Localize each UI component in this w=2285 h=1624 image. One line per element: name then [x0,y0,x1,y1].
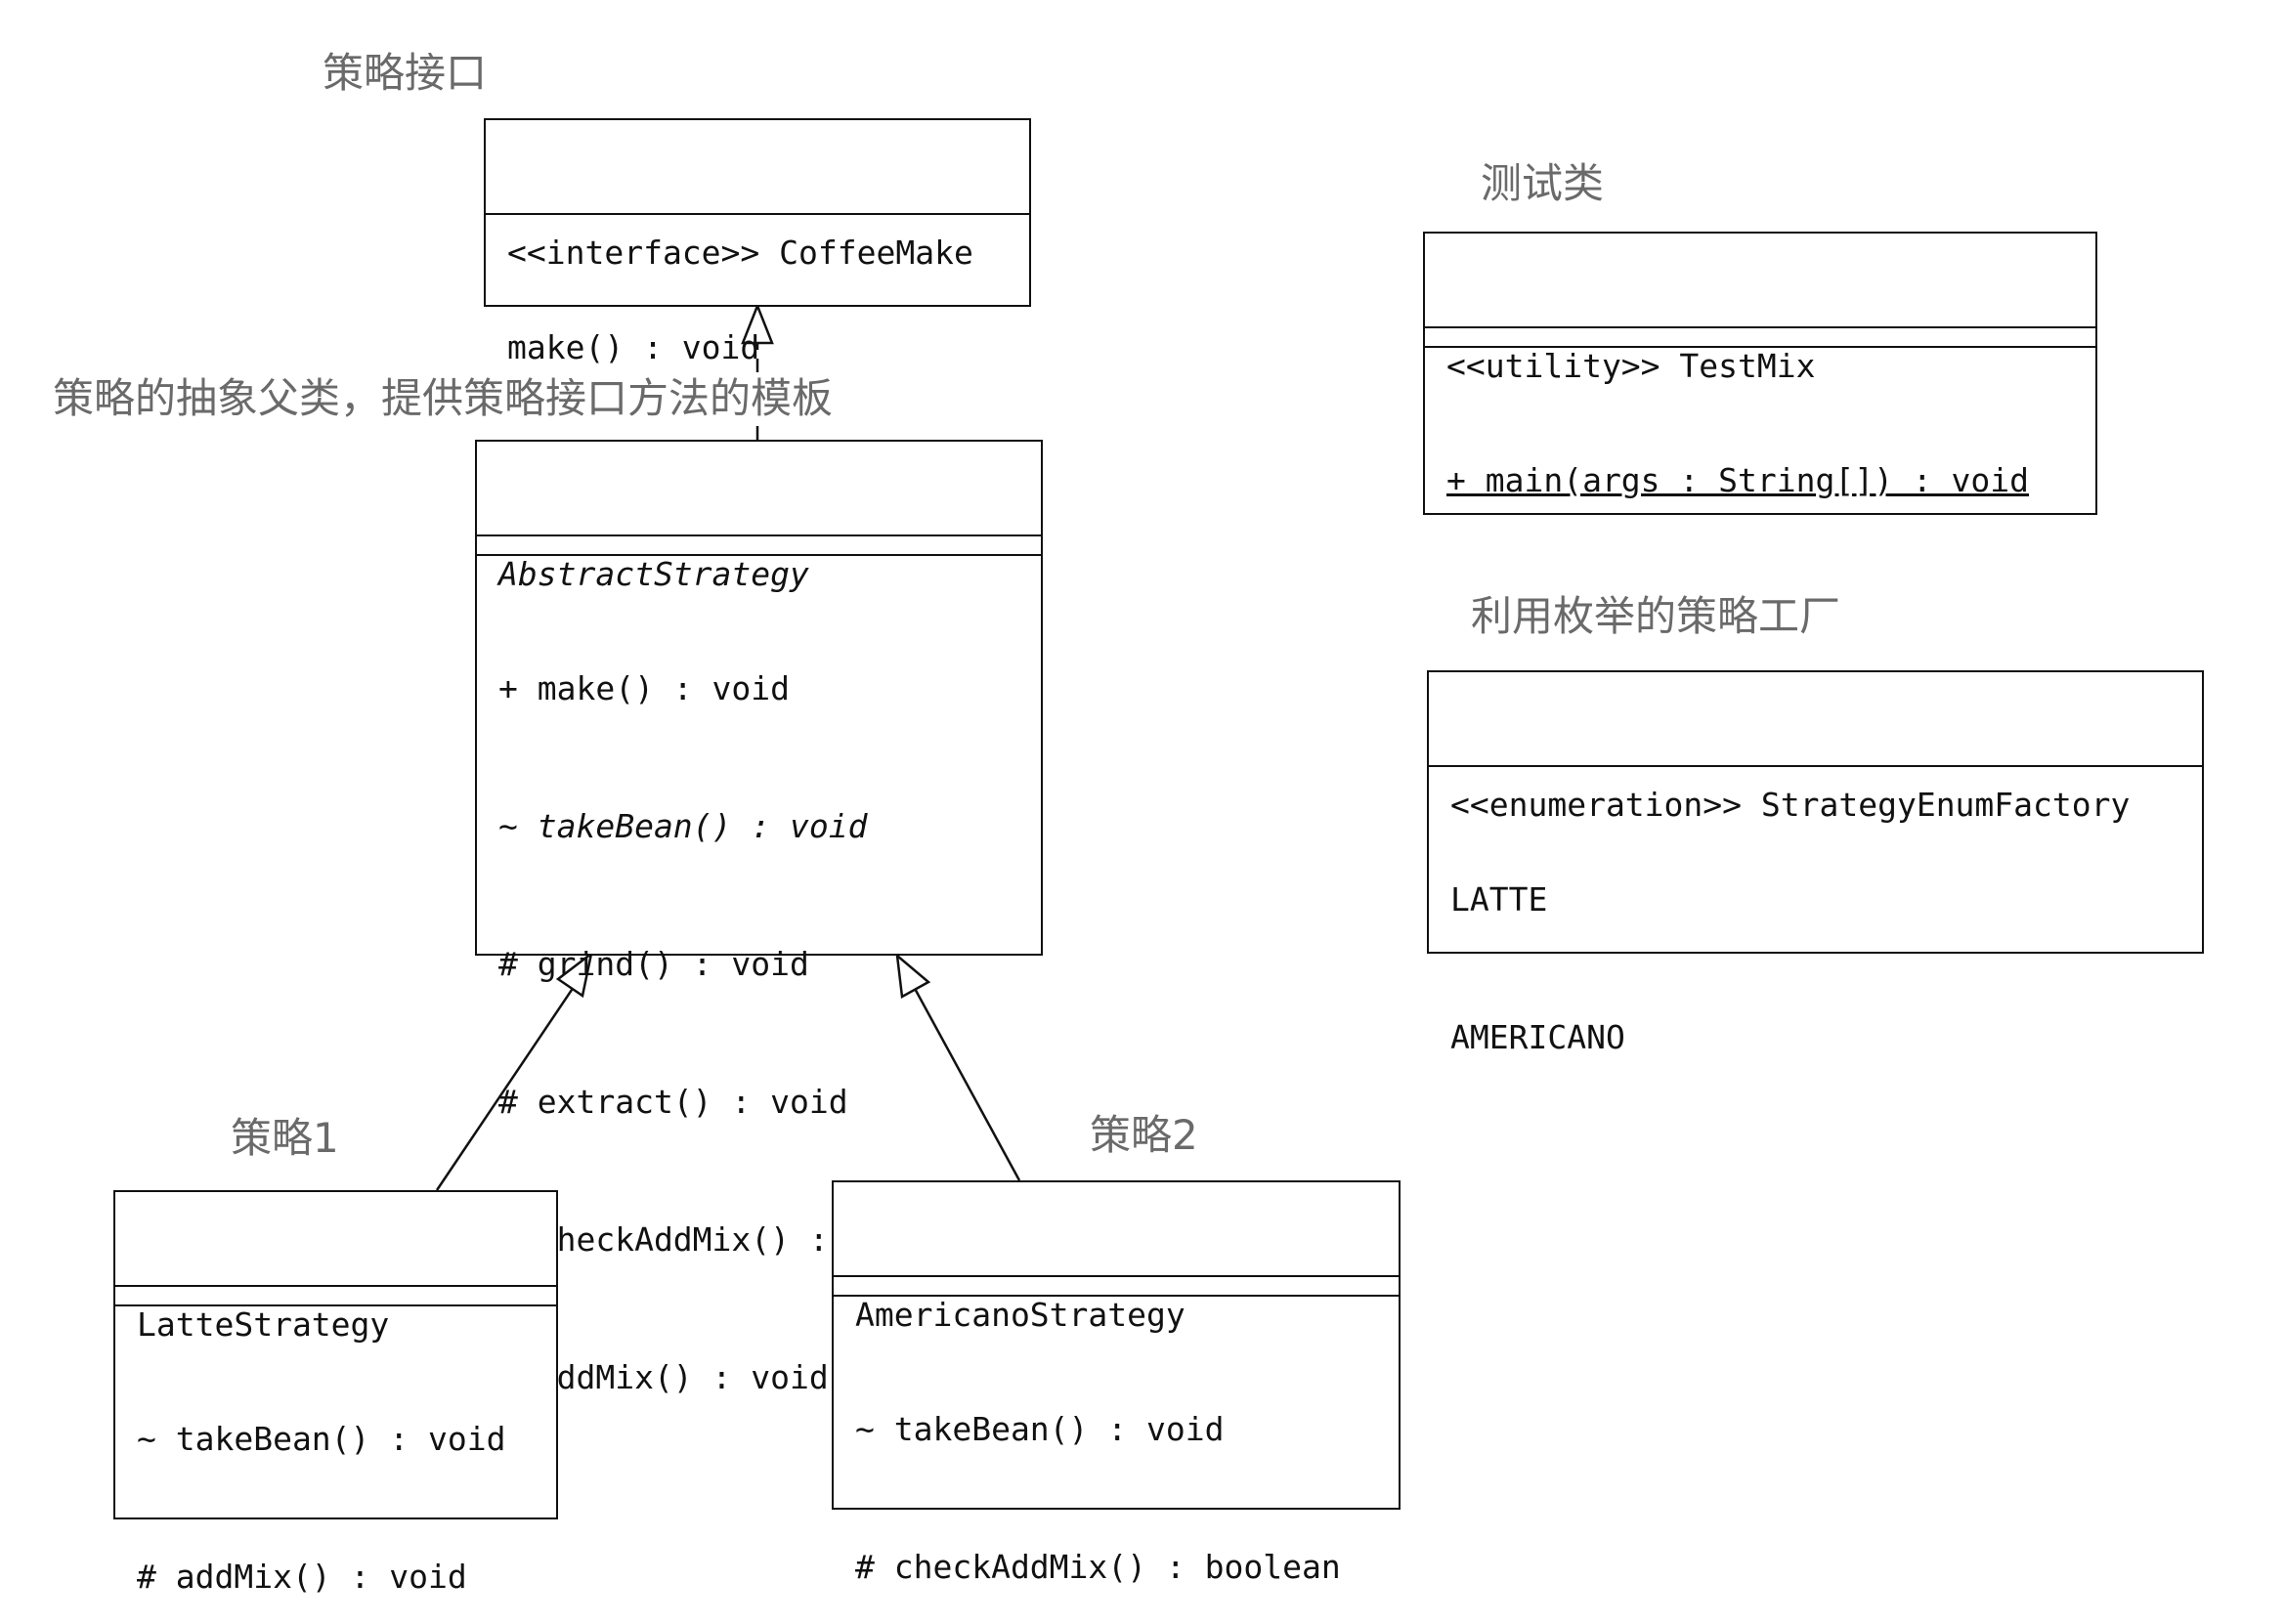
class-name: LatteStrategy [137,1305,390,1344]
label-strategy-interface: 策略接口 [323,49,488,97]
class-box-testmix[interactable]: <<utility>> TestMix + main(args : String… [1423,232,2097,515]
methods-section: make() : void [486,213,1029,462]
method: + make() : void [498,669,791,707]
class-header: <<interface>> CoffeeMake [486,120,1029,272]
enum-literal: AMERICANO [1450,1018,1625,1056]
method: # grind() : void [498,945,809,983]
class-header: LatteStrategy [115,1192,556,1344]
class-name: AmericanoStrategy [855,1296,1186,1334]
generalization-edge-americano-to-abstract [911,984,1021,1181]
class-header: <<utility>> TestMix [1425,234,2095,385]
class-header: AbstractStrategy [477,442,1041,593]
class-box-americanostrategy[interactable]: AmericanoStrategy ~ takeBean() : void # … [832,1180,1401,1586]
method: make() : void [507,328,760,366]
generalization-edge-latte-to-abstract [435,983,578,1191]
method: ~ takeBean() : void [137,1420,506,1458]
attributes-section [115,1285,556,1304]
class-box-abstractstrategy[interactable]: AbstractStrategy + make() : void ~ takeB… [475,440,1043,1396]
realization-arrowhead [741,302,774,345]
attributes-section [834,1275,1399,1295]
method: ~ takeBean() : void [855,1410,1225,1448]
class-box-coffeemake[interactable]: <<interface>> CoffeeMake make() : void [484,118,1031,366]
class-name: <<interface>> CoffeeMake [507,234,973,272]
attributes-section [1425,326,2095,346]
method-static: + main(args : String[]) : void [1446,461,2030,499]
enum-literal: LATTE [1450,880,1548,919]
class-header: AmericanoStrategy [834,1182,1399,1334]
class-name: <<utility>> TestMix [1446,347,1816,385]
class-name: <<enumeration>> StrategyEnumFactory [1450,786,2131,824]
label-abstract-parent: 策略的抽象父类，提供策略接口方法的模板 [53,374,834,423]
method: # extract() : void [498,1083,848,1121]
method-abstract: ~ takeBean() : void [498,807,868,845]
generalization-arrowhead-americano [895,953,931,999]
class-name: AbstractStrategy [498,555,809,593]
label-test-class: 测试类 [1481,159,1605,207]
method: # addMix() : void [498,1358,829,1396]
methods-section: ~ takeBean() : void # addMix() : void [115,1304,556,1624]
class-box-strategyenumfactory[interactable]: <<enumeration>> StrategyEnumFactory LATT… [1427,670,2204,1056]
label-strategy-2: 策略2 [1090,1111,1198,1159]
method: # checkAddMix() : boolean [855,1548,1341,1586]
label-strategy-1: 策略1 [231,1114,339,1162]
literals-section: LATTE AMERICANO [1429,765,2202,1152]
method: # addMix() : void [137,1558,467,1596]
attributes-section [477,534,1041,554]
methods-section: + main(args : String[]) : void [1425,346,2095,595]
class-box-lattestrategy[interactable]: LatteStrategy ~ takeBean() : void # addM… [113,1190,558,1596]
label-enum-factory: 利用枚举的策略工厂 [1471,592,1841,640]
class-header: <<enumeration>> StrategyEnumFactory [1429,672,2202,824]
generalization-arrowhead-latte [555,950,593,999]
methods-section: ~ takeBean() : void # checkAddMix() : bo… [834,1295,1399,1624]
